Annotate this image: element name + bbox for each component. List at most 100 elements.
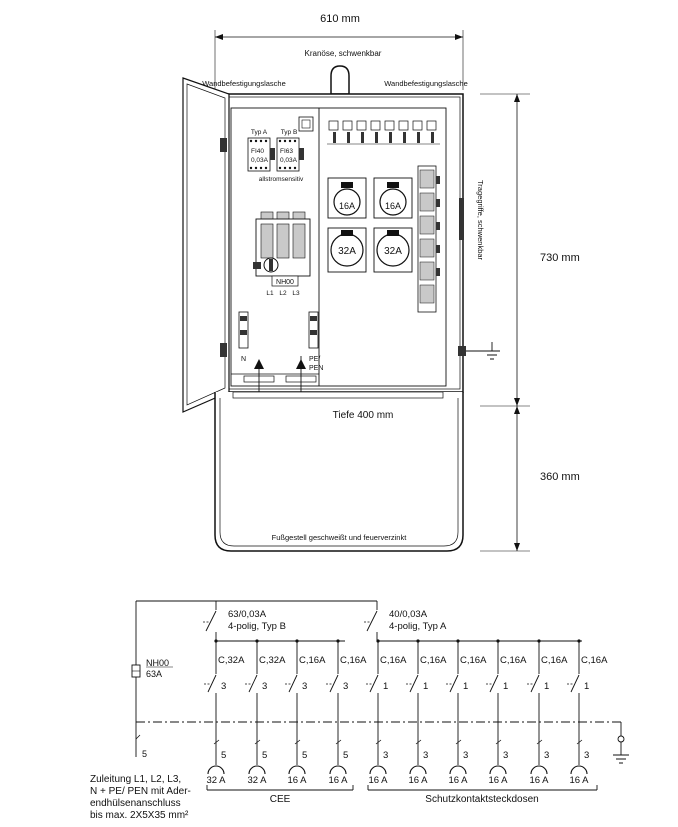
circuit-8-wire-count: 3: [503, 750, 508, 761]
circuit-8-breaker-label: C,16A: [500, 655, 527, 666]
carry-handle: Tragegriffe, schwenkbar: [459, 180, 485, 261]
circuit-10-poles: 1: [584, 681, 589, 692]
rcd-left-desc: 4-polig, Typ B: [228, 621, 286, 632]
circuit-2-outlet-label: 32 A: [247, 775, 267, 786]
circuit-7-outlet-label: 16 A: [448, 775, 468, 786]
circuit-5-wire-count: 3: [383, 750, 388, 761]
circuit-10-breaker-label: C,16A: [581, 655, 608, 666]
socket-4-label: 32A: [384, 246, 402, 257]
circuit-7-wire-count: 3: [463, 750, 468, 761]
base-dimension: 360 mm: [480, 406, 580, 552]
circuit-9-node: [537, 639, 541, 643]
base-label: Fußgestell geschweißt und feuerverzinkt: [272, 533, 408, 542]
circuit-5-node: [376, 639, 380, 643]
circuit-9-wire-count: 3: [544, 750, 549, 761]
circuit-6-outlet-label: 16 A: [408, 775, 428, 786]
circuit-1-poles: 3: [221, 681, 226, 692]
circuit-7-node: [456, 639, 460, 643]
main-fuse-rating: 63A: [146, 669, 162, 679]
circuit-3-outlet-label: 16 A: [287, 775, 307, 786]
circuit-1-switch: [207, 674, 217, 693]
rcd-b-type: Typ B: [281, 129, 298, 136]
circuit-4-outlet-symbol: [329, 765, 347, 775]
circuit-2-breaker-label: C,32A: [259, 655, 286, 666]
circuit-1-outlet-label: 32 A: [206, 775, 226, 786]
circuit-8-wire-tick: [495, 739, 502, 745]
circuit-8-switch: [489, 674, 499, 693]
circuit-6-node: [416, 639, 420, 643]
circuit-10-node: [577, 639, 581, 643]
breaker-row: [327, 120, 440, 145]
schematic: NH00 63A 5 63/0,03A 4-polig, Typ B 40/0,…: [90, 600, 629, 821]
circuit-8-outlet-symbol: [489, 765, 507, 775]
crane-eye: Kranöse, schwenkbar: [305, 49, 382, 95]
cabinet-base: Tiefe 400 mm Fußgestell geschweißt und f…: [214, 391, 464, 552]
circuit-5-breaker-label: C,16A: [380, 655, 407, 666]
supply-wire-count: 5: [142, 749, 147, 759]
circuit-2-wire-count: 5: [262, 750, 267, 761]
phase-l2: L2: [279, 290, 287, 297]
supply-note-line-1: Zuleitung L1, L2, L3,: [90, 774, 181, 785]
circuit-10-switch: [570, 674, 580, 693]
circuit-3-switch: [288, 674, 298, 693]
height-dimension: 730 mm: [480, 93, 580, 407]
group-cee-label: CEE: [270, 794, 291, 805]
circuit-4-outlet-label: 16 A: [328, 775, 348, 786]
circuit-6-switch: [409, 674, 419, 693]
supply-note-line-4: bis max. 2X5X35 mm²: [90, 810, 189, 821]
earth-terminal: [458, 342, 500, 360]
circuit-4-poles: 3: [343, 681, 348, 692]
circuit-6-wire-tick: [415, 739, 422, 745]
circuit-10-wire-tick: [576, 739, 583, 745]
circuit-4-wire-count: 5: [343, 750, 348, 761]
handle-label: Tragegriffe, schwenkbar: [476, 180, 485, 261]
rcd-a-rating: FI40: [251, 148, 264, 155]
terminals: N PE/ PEN: [238, 311, 323, 372]
circuit-9-outlet-label: 16 A: [529, 775, 549, 786]
circuit-9-wire-tick: [536, 739, 543, 745]
circuit-3-node: [295, 639, 299, 643]
supply-note-line-2: N + PE/ PEN mit Ader-: [90, 786, 191, 797]
fuse-switch-label: NH00: [276, 279, 294, 286]
circuit-5-switch: [369, 674, 379, 693]
height-label: 730 mm: [540, 252, 580, 264]
rcd-left-rating: 63/0,03A: [228, 609, 267, 620]
terminal-n: N: [241, 356, 246, 363]
circuit-4-node: [336, 639, 340, 643]
group-schuko-label: Schutzkontaktsteckdosen: [425, 794, 538, 805]
circuit-9-breaker-label: C,16A: [541, 655, 568, 666]
phase-l3: L3: [292, 290, 300, 297]
circuit-9-outlet-symbol: [530, 765, 548, 775]
circuit-6-poles: 1: [423, 681, 428, 692]
circuit-10-outlet-symbol: [570, 765, 588, 775]
circuit-3-outlet-symbol: [288, 765, 306, 775]
wall-bracket-right-label: Wandbefestigungslasche: [384, 79, 468, 88]
circuit-9-switch: [530, 674, 540, 693]
circuit-3-wire-count: 5: [302, 750, 307, 761]
schuko-column: [417, 165, 440, 313]
circuit-6-wire-count: 3: [423, 750, 428, 761]
socket-3-label: 32A: [338, 246, 356, 257]
circuit-5-wire-tick: [375, 739, 382, 745]
circuit-1-outlet-symbol: [207, 765, 225, 775]
circuit-9-poles: 1: [544, 681, 549, 692]
circuit-1-wire-tick: [213, 739, 220, 745]
width-dimension: 610 mm: [214, 13, 464, 90]
terminal-pe-2: PEN: [309, 365, 323, 372]
depth-label: Tiefe 400 mm: [333, 410, 394, 421]
rcd-group: Typ A Typ B FI40 0,03A FI63 0,03A allstr…: [247, 116, 314, 183]
circuit-2-wire-tick: [254, 739, 261, 745]
crane-eye-label: Kranöse, schwenkbar: [305, 49, 382, 58]
circuit-1-wire-count: 5: [221, 750, 226, 761]
circuit-10-outlet-label: 16 A: [569, 775, 589, 786]
rcd-note: allstromsensitiv: [259, 176, 304, 183]
cabinet-door: [182, 77, 230, 413]
circuit-8-poles: 1: [503, 681, 508, 692]
circuit-3-poles: 3: [302, 681, 307, 692]
circuit-10-wire-count: 3: [584, 750, 589, 761]
socket-1-label: 16A: [339, 201, 355, 211]
cee-sockets: 16A 16A 32A 32A: [327, 177, 413, 273]
rcd-a-current: 0,03A: [251, 157, 269, 164]
circuit-2-node: [255, 639, 259, 643]
